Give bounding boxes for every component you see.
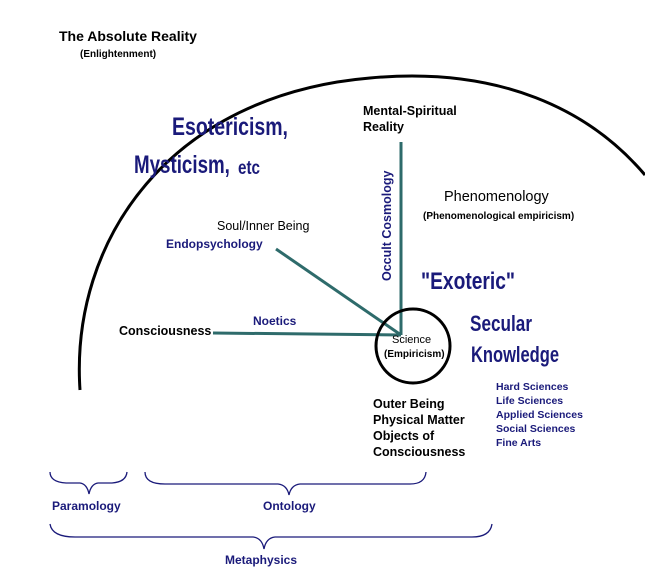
paramology-label: Paramology xyxy=(52,499,121,513)
fine-arts-label: Fine Arts xyxy=(496,437,542,449)
soul-inner-being-label: Soul/Inner Being xyxy=(217,219,310,233)
paramology-brace xyxy=(49,471,128,495)
secular-label: Secular xyxy=(470,311,533,336)
knowledge-label: Knowledge xyxy=(471,342,560,367)
mental-spiritual-label: Mental-Spiritual xyxy=(363,104,457,118)
esotericism-label: Esotericism, xyxy=(172,113,288,141)
occult-cosmology-label: Occult Cosmology xyxy=(380,171,394,281)
physical-matter-label: Physical Matter xyxy=(373,413,465,427)
ontology-label: Ontology xyxy=(263,499,316,513)
social-sciences-label: Social Sciences xyxy=(496,423,576,435)
etc-label: etc xyxy=(238,158,260,179)
outer-being-label: Outer Being xyxy=(373,397,445,411)
science-circle xyxy=(374,307,452,385)
empiricism-label: (Empiricism) xyxy=(384,349,445,360)
endopsychology-label: Endopsychology xyxy=(166,237,263,251)
science-label: Science xyxy=(392,334,432,346)
phenomenology-label: Phenomenology xyxy=(444,189,549,205)
reality-label: Reality xyxy=(363,120,404,134)
objects-of-label: Objects of xyxy=(373,429,435,443)
hard-sciences-label: Hard Sciences xyxy=(496,381,569,393)
mysticism-label: Mysticism, xyxy=(134,151,230,179)
soul-axis xyxy=(275,247,402,337)
absolute-reality-title: The Absolute Reality xyxy=(59,28,197,44)
enlightenment-subtitle: (Enlightenment) xyxy=(80,49,157,60)
ontology-brace xyxy=(144,471,427,496)
noetics-label: Noetics xyxy=(253,314,297,328)
absolute-reality-arc xyxy=(77,74,645,391)
applied-sciences-label: Applied Sciences xyxy=(496,409,583,421)
consciousness-axis xyxy=(212,331,402,337)
metaphysics-brace xyxy=(49,523,493,550)
life-sciences-label: Life Sciences xyxy=(496,395,564,407)
exoteric-label: "Exoteric" xyxy=(421,268,515,295)
consciousness-label: Consciousness xyxy=(119,324,212,338)
consciousness-object-label: Consciousness xyxy=(373,445,466,459)
metaphysics-label: Metaphysics xyxy=(225,553,298,567)
phenomenological-empiricism-label: (Phenomenological empiricism) xyxy=(423,211,575,222)
